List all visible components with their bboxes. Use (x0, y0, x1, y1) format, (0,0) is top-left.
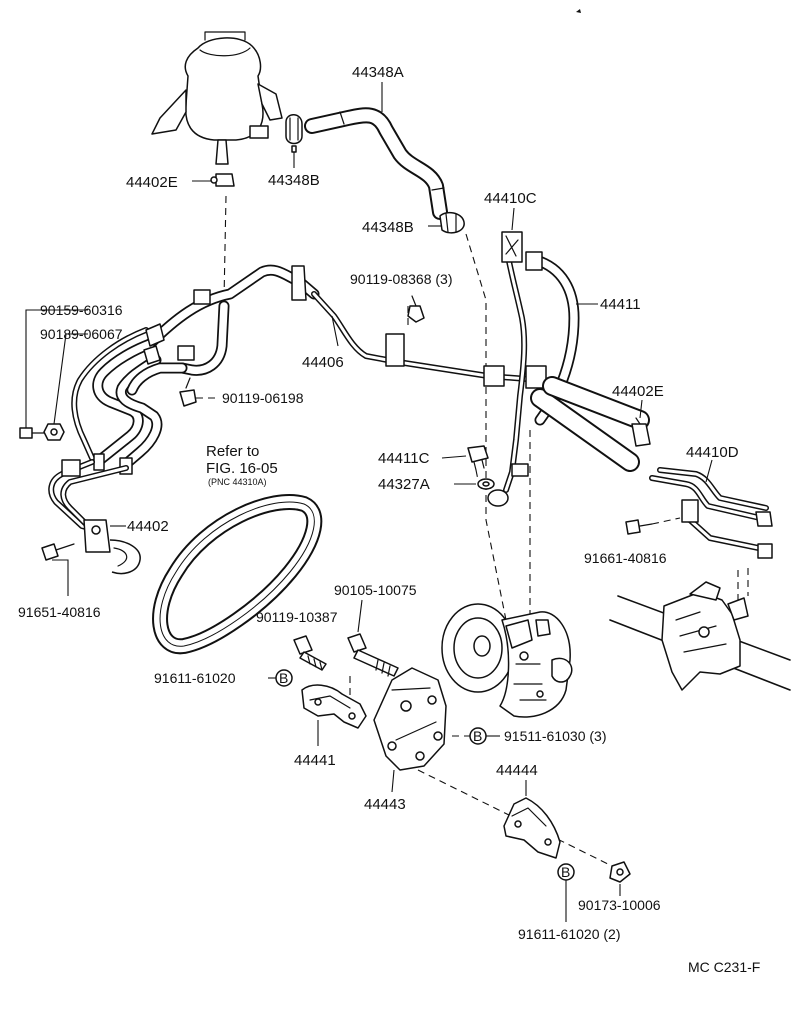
label-44411: 44411 (600, 296, 641, 313)
label-90105-10075: 90105-10075 (334, 582, 417, 598)
bolt-90119-06198 (179, 377, 197, 407)
left-pipe-bundle (71, 323, 195, 475)
marker-b-1: B (275, 669, 293, 687)
ref-line3: (PNC 44310A) (208, 477, 267, 487)
gasket-44327a (477, 478, 495, 490)
pressure-hose-44410c (487, 231, 529, 507)
label-44402e-top: 44402E (126, 174, 178, 191)
svg-text:B: B (279, 670, 288, 686)
pipe-assembly-44406 (144, 264, 543, 387)
screw-90159-60316 (19, 427, 45, 439)
label-44443: 44443 (364, 796, 406, 813)
clip-44402e-right (631, 417, 651, 447)
label-44402e-right: 44402E (612, 383, 664, 400)
bracket-44441 (301, 684, 367, 729)
label-91651-40816: 91651-40816 (18, 604, 101, 620)
label-44327a: 44327A (378, 476, 430, 493)
label-44348b-top: 44348B (268, 172, 320, 189)
ref-line2: FIG. 16-05 (206, 460, 278, 477)
label-90159-60316: 90159-60316 (40, 302, 123, 318)
label-90119-08368: 90119-08368 (3) (350, 271, 452, 287)
pipe-bracket-44402 (48, 459, 141, 575)
label-90173-10006: 90173-10006 (578, 897, 661, 913)
svg-text:B: B (561, 864, 570, 880)
label-44411c: 44411C (378, 450, 430, 467)
hose-clamp-44348b-mid (439, 211, 465, 234)
bracket-44444 (503, 797, 561, 859)
bolt-90119-08368 (407, 295, 425, 323)
nut-90173-10006 (609, 861, 631, 883)
ref-line1: Refer to (206, 443, 259, 460)
label-44410c: 44410C (484, 190, 537, 207)
hose-clamp-44348b-top (285, 114, 303, 153)
bolt-91661-40816 (625, 519, 653, 535)
label-44402: 44402 (127, 518, 169, 535)
label-44406: 44406 (302, 354, 344, 371)
reservoir-tank-icon (151, 31, 283, 165)
steering-gear-icon (609, 581, 791, 691)
pipe-44410d (649, 467, 773, 559)
marker-b-2: B (469, 727, 487, 745)
diagram-code: MC C231-F (688, 959, 760, 975)
return-hose-44348a (304, 107, 448, 220)
nut-90189-06067 (43, 423, 65, 441)
power-steering-pump-icon (441, 603, 573, 718)
label-91511-61030: 91511-61030 (3) (504, 728, 606, 744)
bolt-91651-40816 (41, 543, 75, 561)
union-bolt-44411c (467, 445, 489, 471)
v-belt-icon (152, 494, 323, 655)
clip-44402e-top (210, 173, 235, 187)
label-44444: 44444 (496, 762, 538, 779)
bolt-90119-10387 (293, 635, 327, 671)
label-91611-61020-a: 91611-61020 (154, 670, 236, 686)
label-44410d: 44410D (686, 444, 739, 461)
label-90189-06067: 90189-06067 (40, 326, 123, 342)
return-tube-right (530, 376, 650, 472)
svg-text:B: B (473, 728, 482, 744)
label-91611-61020-b: 91611-61020 (2) (518, 926, 620, 942)
corner-mark (576, 9, 581, 13)
label-44441: 44441 (294, 752, 336, 769)
label-91661-40816: 91661-40816 (584, 550, 667, 566)
bracket-44443 (373, 667, 447, 771)
label-44348b-mid: 44348B (362, 219, 414, 236)
label-44348a: 44348A (352, 64, 404, 81)
marker-b-3: B (557, 863, 575, 881)
label-90119-10387: 90119-10387 (256, 609, 338, 625)
bolt-90105-10075 (347, 633, 399, 677)
label-90119-06198: 90119-06198 (222, 390, 304, 406)
